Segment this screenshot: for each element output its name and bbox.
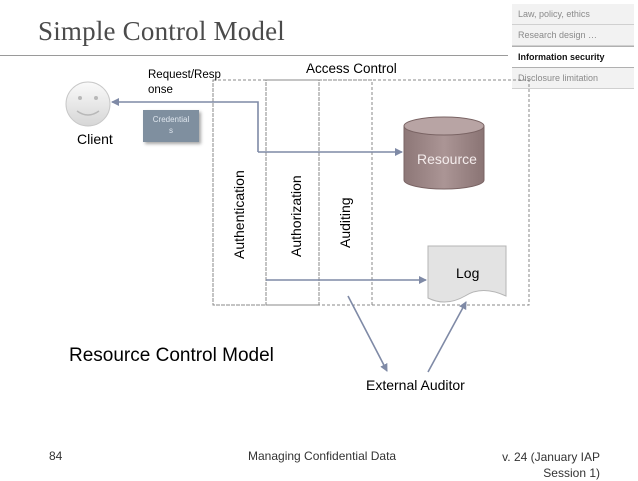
credentials-label-line1: Credential [152, 115, 190, 124]
access-control-label: Access Control [306, 61, 397, 76]
request-response-arrow [111, 98, 259, 152]
resource-control-model-label: Resource Control Model [69, 345, 274, 366]
section-nav: Law, policy, ethics Research design … In… [512, 4, 634, 89]
log-document-icon [427, 245, 507, 303]
footer-version-line2: Session 1) [543, 466, 600, 480]
authorization-label: Authorization [288, 175, 304, 257]
request-response-label-line1: Request/Resp [148, 69, 221, 81]
request-response-label: Request/Resp onse [148, 68, 221, 98]
nav-item-law-policy-ethics[interactable]: Law, policy, ethics [512, 4, 634, 25]
nav-item-information-security[interactable]: Information security [512, 46, 634, 68]
title-divider [0, 55, 508, 56]
footer-version-line1: v. 24 (January IAP [502, 450, 600, 464]
footer-version: v. 24 (January IAP Session 1) [488, 449, 600, 481]
slide-title: Simple Control Model [38, 16, 285, 46]
external-auditor-label: External Auditor [366, 377, 465, 393]
credentials-box: Credential s [143, 110, 199, 142]
credentials-label-line2: s [169, 126, 173, 135]
client-label: Client [77, 131, 113, 147]
authentication-label: Authentication [231, 170, 247, 259]
nav-item-research-design[interactable]: Research design … [512, 25, 634, 46]
nav-item-disclosure-limitation[interactable]: Disclosure limitation [512, 68, 634, 89]
auditing-band [318, 79, 373, 306]
footer-course-title: Managing Confidential Data [248, 449, 397, 463]
resource-database-icon [403, 116, 485, 190]
authentication-band [212, 79, 267, 306]
auditing-to-auditor-arrow [347, 295, 388, 372]
request-response-label-line2: onse [148, 84, 173, 96]
auditing-label: Auditing [337, 197, 353, 248]
log-label: Log [456, 265, 480, 281]
page-number: 84 [49, 449, 63, 463]
client-smiley-icon [65, 81, 111, 127]
auditor-to-log-arrow [427, 301, 467, 373]
resource-label: Resource [417, 151, 477, 167]
authorization-band [265, 79, 320, 306]
